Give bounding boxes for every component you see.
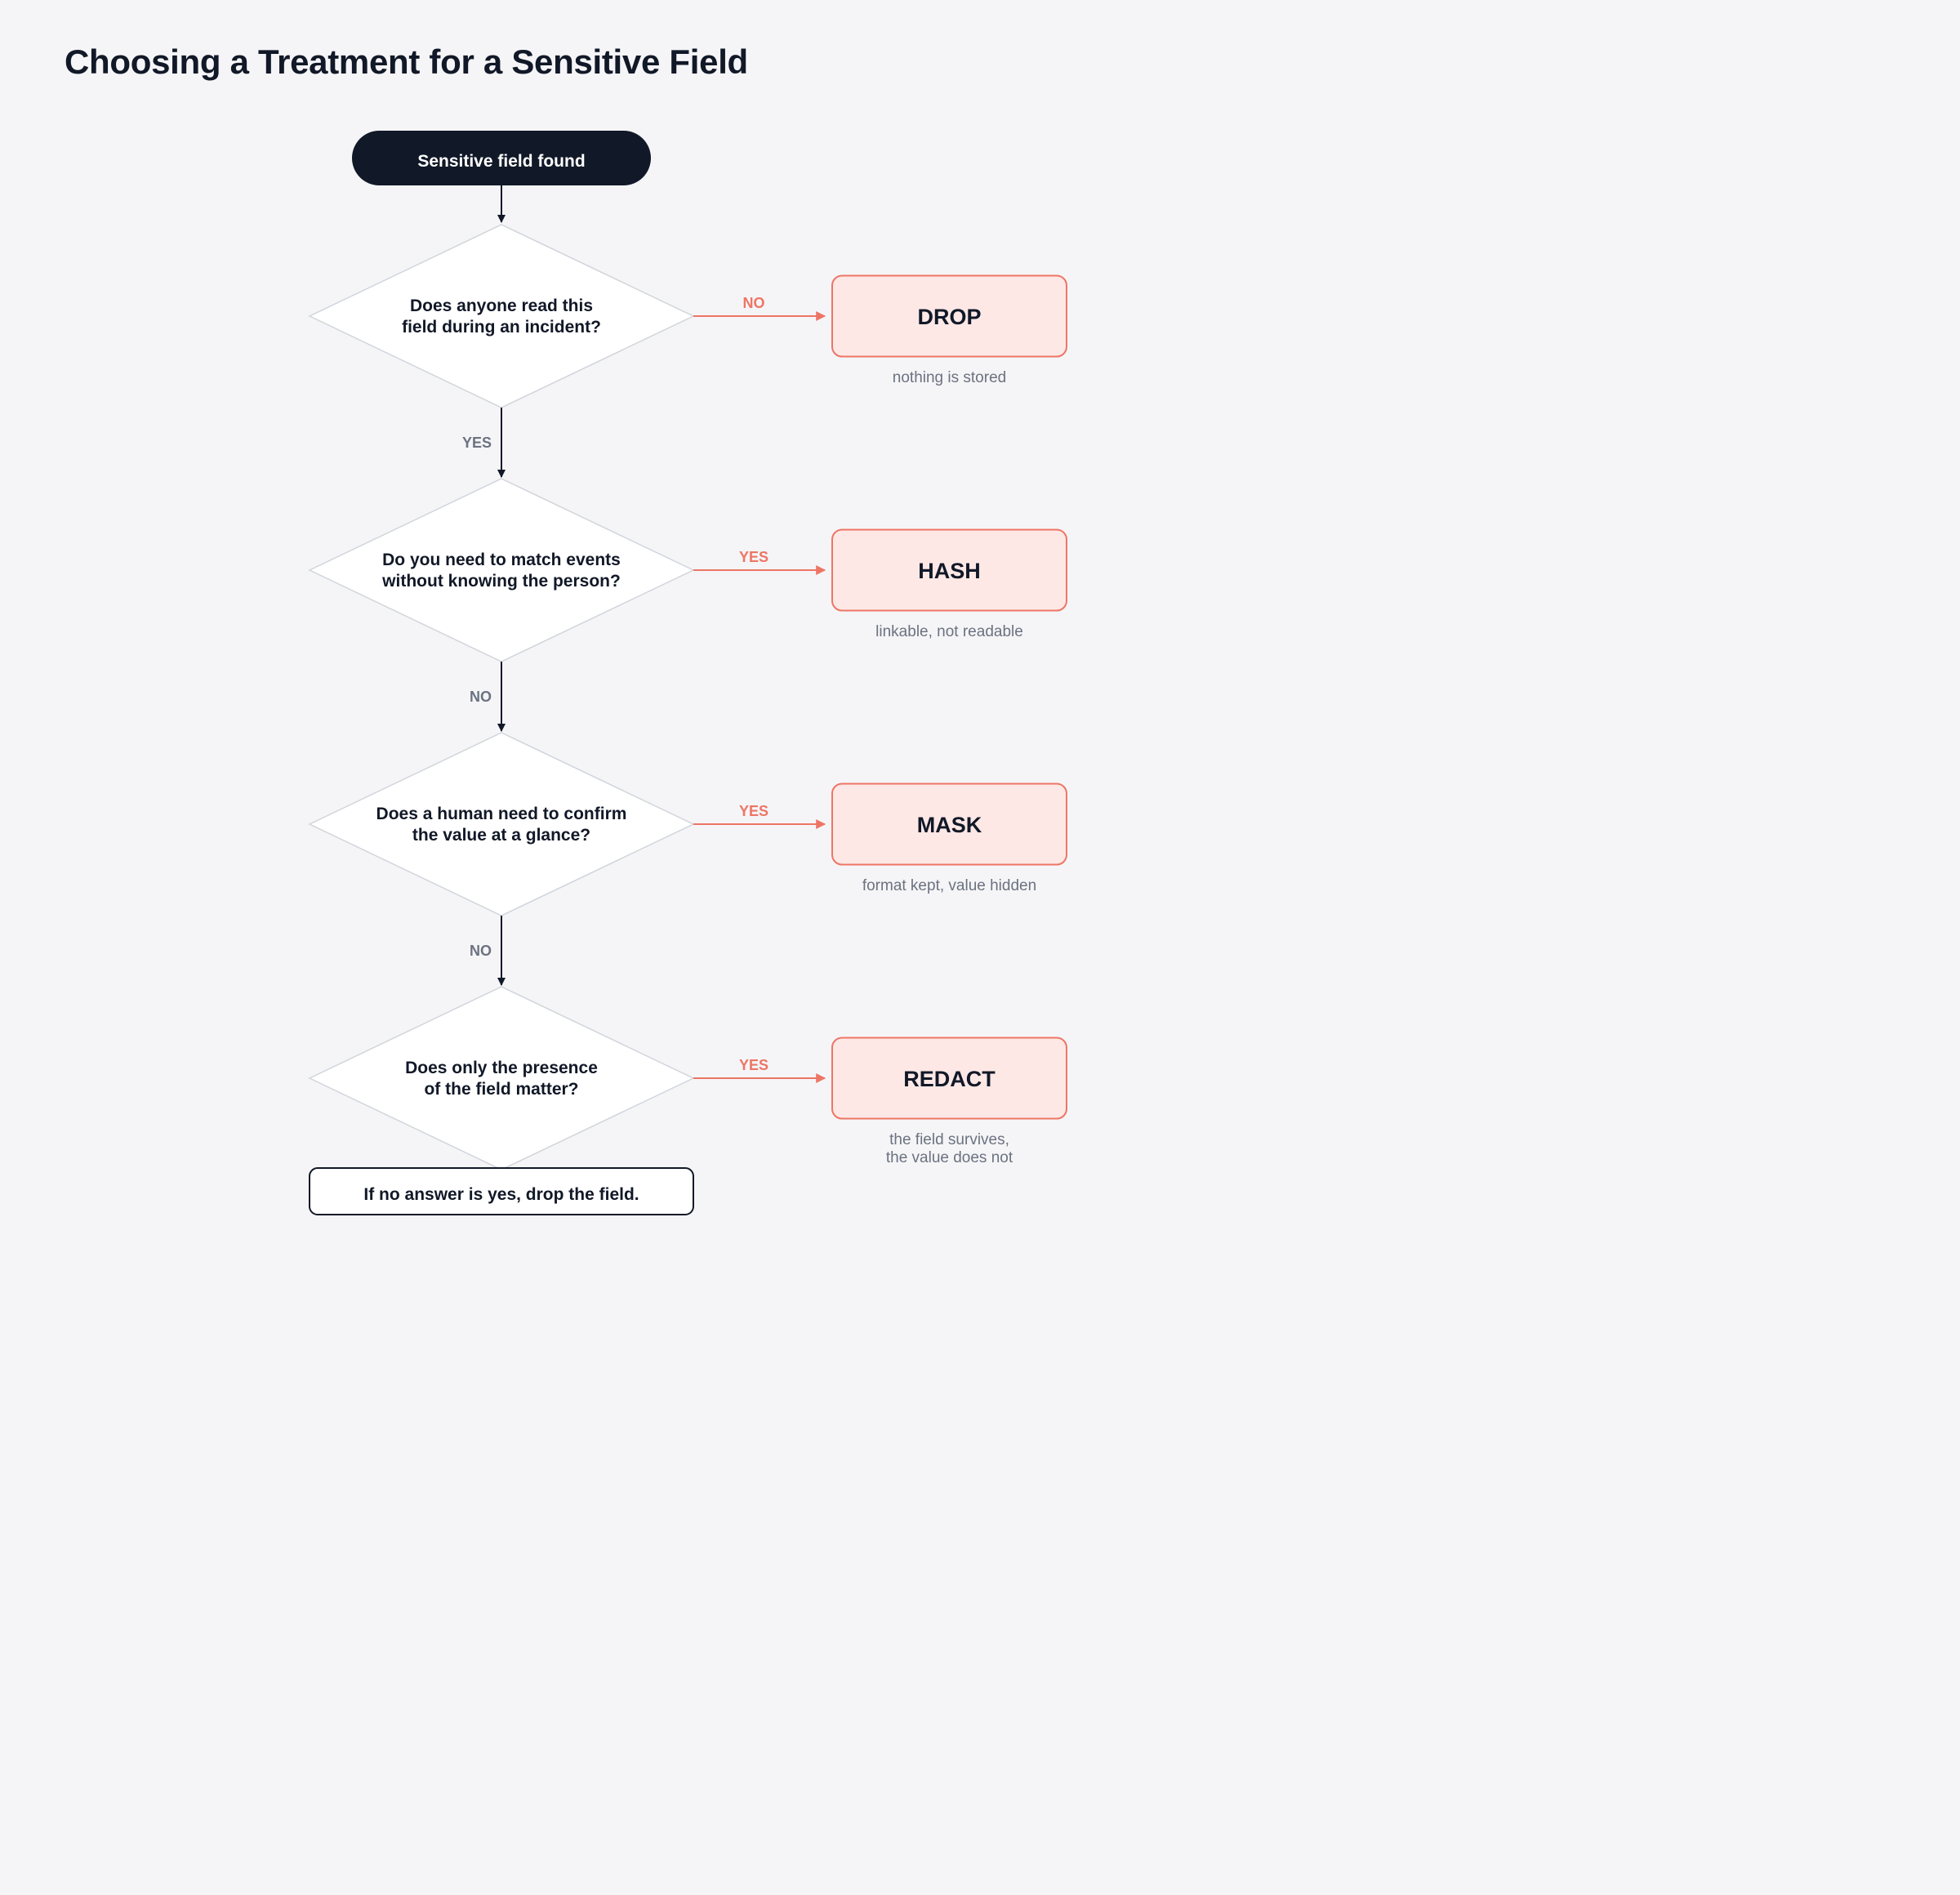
decision-diamond <box>308 732 695 916</box>
page-title: Choosing a Treatment for a Sensitive Fie… <box>65 42 748 81</box>
outcome-label: REDACT <box>903 1067 996 1091</box>
footer-note: If no answer is yes, drop the field. <box>309 1167 694 1215</box>
outcome-drop: DROP nothing is stored <box>831 274 1067 386</box>
flowchart-diagram: Sensitive field found Does anyone read t… <box>308 131 1067 1215</box>
decision-1: Does anyone read this field during an inc… <box>308 224 1067 478</box>
outcome-hash: HASH linkable, not readable <box>831 528 1067 640</box>
decision-question-line: of the field matter? <box>424 1080 578 1099</box>
outcome-box <box>831 1037 1067 1120</box>
decision-diamond <box>308 224 695 408</box>
decision-question-line: the value at a glance? <box>412 826 590 845</box>
outcome-label: MASK <box>917 813 982 837</box>
outcome-label: HASH <box>918 559 981 583</box>
outcome-caption: the field survives, <box>889 1131 1009 1148</box>
branch-label: YES <box>739 803 768 819</box>
decision-question-line: Does anyone read this <box>410 297 593 315</box>
decision-diamond <box>308 478 695 662</box>
outcome-label: DROP <box>917 305 981 329</box>
start-node: Sensitive field found <box>352 131 651 185</box>
outcome-redact: REDACT the field survives,the value does … <box>831 1037 1067 1166</box>
decision-3: Does a human need to confirm the value at… <box>308 732 1067 986</box>
decision-diamond <box>308 986 695 1170</box>
decision-question-line: Do you need to match events <box>382 551 621 569</box>
down-label: NO <box>470 943 492 959</box>
decision-2: Do you need to match events without knowi… <box>308 478 1067 732</box>
outcome-box <box>831 528 1067 612</box>
outcome-caption: nothing is stored <box>893 369 1006 386</box>
outcome-caption: the value does not <box>886 1149 1013 1166</box>
branch-label: NO <box>743 295 765 311</box>
decision-4: Does only the presence of the field matte… <box>308 986 1067 1170</box>
outcome-box <box>831 274 1067 358</box>
down-label: NO <box>470 689 492 705</box>
outcome-caption: format kept, value hidden <box>862 877 1036 894</box>
branch-label: YES <box>739 549 768 565</box>
footer-note-label: If no answer is yes, drop the field. <box>363 1185 639 1204</box>
decision-question-line: field during an incident? <box>402 318 601 337</box>
flowchart-page: Choosing a Treatment for a Sensitive Fie… <box>0 0 1281 1238</box>
decision-question-line: without knowing the person? <box>381 572 621 591</box>
down-label: YES <box>462 435 492 451</box>
branch-label: YES <box>739 1057 768 1073</box>
start-node-label: Sensitive field found <box>417 152 585 171</box>
outcome-caption: linkable, not readable <box>875 623 1023 640</box>
outcome-mask: MASK format kept, value hidden <box>831 783 1067 894</box>
outcome-box <box>831 783 1067 866</box>
decision-question-line: Does a human need to confirm <box>376 805 627 823</box>
decision-question-line: Does only the presence <box>405 1059 598 1077</box>
